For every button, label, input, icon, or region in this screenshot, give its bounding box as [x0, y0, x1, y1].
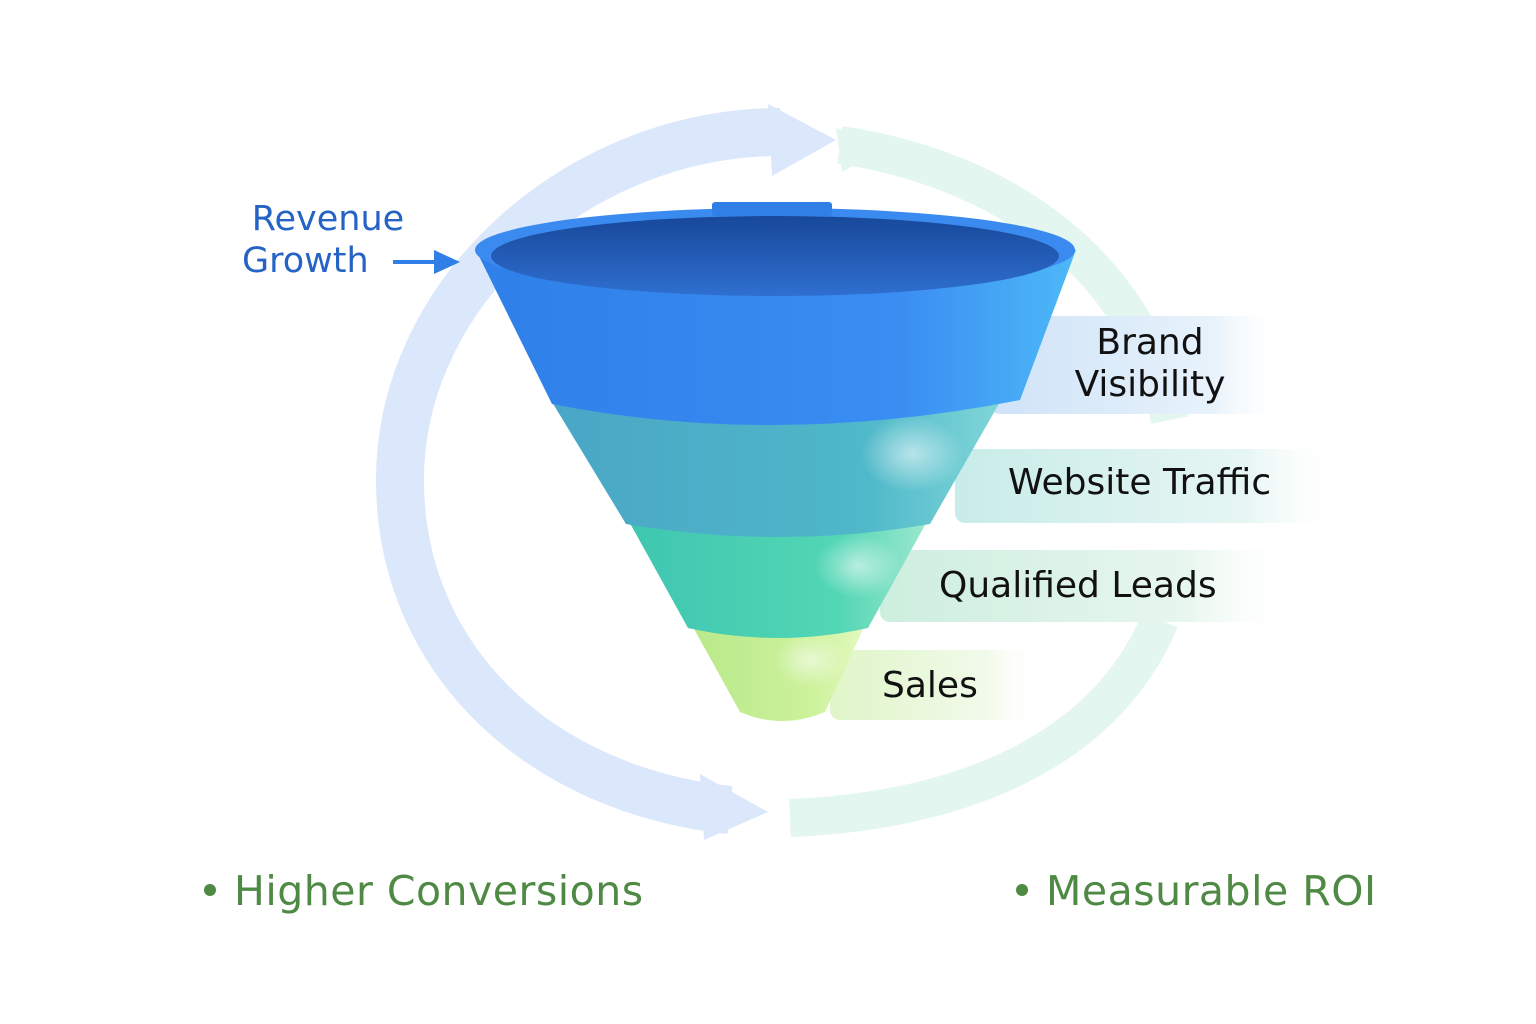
- arrow-head-bottom-icon: [700, 774, 768, 840]
- arrow-right-icon: [434, 250, 460, 274]
- label-bands: [830, 316, 1343, 720]
- funnel-layer-brand: [476, 250, 1076, 426]
- benefit-measurable-roi: Measurable ROI: [1016, 866, 1377, 916]
- revenue-arrow: [393, 250, 460, 274]
- stage-label-line: Brand: [1096, 322, 1204, 363]
- arrow-head-right-icon: [836, 128, 890, 172]
- band-leads: [880, 550, 1294, 622]
- bullet-icon: [1016, 884, 1028, 896]
- stage-label-website-traffic: Website Traffic: [1008, 462, 1272, 503]
- glow-traffic: [860, 416, 964, 492]
- band-traffic: [955, 449, 1343, 523]
- benefit-label: Higher Conversions: [234, 867, 644, 915]
- cycle-arc-left: [375, 108, 781, 834]
- glow-sales: [774, 632, 846, 688]
- funnel: [475, 202, 1076, 721]
- stage-label-sales: Sales: [882, 665, 978, 706]
- band-brand: [990, 316, 1286, 414]
- stage-label-brand-visibility: Brand Visibility: [1068, 322, 1232, 406]
- revenue-growth-label: Revenue Growth: [236, 198, 420, 282]
- bullet-icon: [204, 884, 216, 896]
- benefit-higher-conversions: Higher Conversions: [204, 866, 644, 916]
- band-sales: [830, 650, 1040, 720]
- glow-leads: [814, 534, 902, 598]
- stage-label-qualified-leads: Qualified Leads: [939, 565, 1217, 606]
- revenue-growth-line-2: Growth: [242, 241, 369, 281]
- revenue-growth-line-1: Revenue: [251, 199, 405, 239]
- benefit-label: Measurable ROI: [1046, 867, 1377, 915]
- stage-label-line: Visibility: [1074, 364, 1226, 405]
- arrow-head-top-icon: [768, 104, 836, 176]
- funnel-opening: [491, 216, 1059, 296]
- funnel-rim-tab: [712, 202, 832, 216]
